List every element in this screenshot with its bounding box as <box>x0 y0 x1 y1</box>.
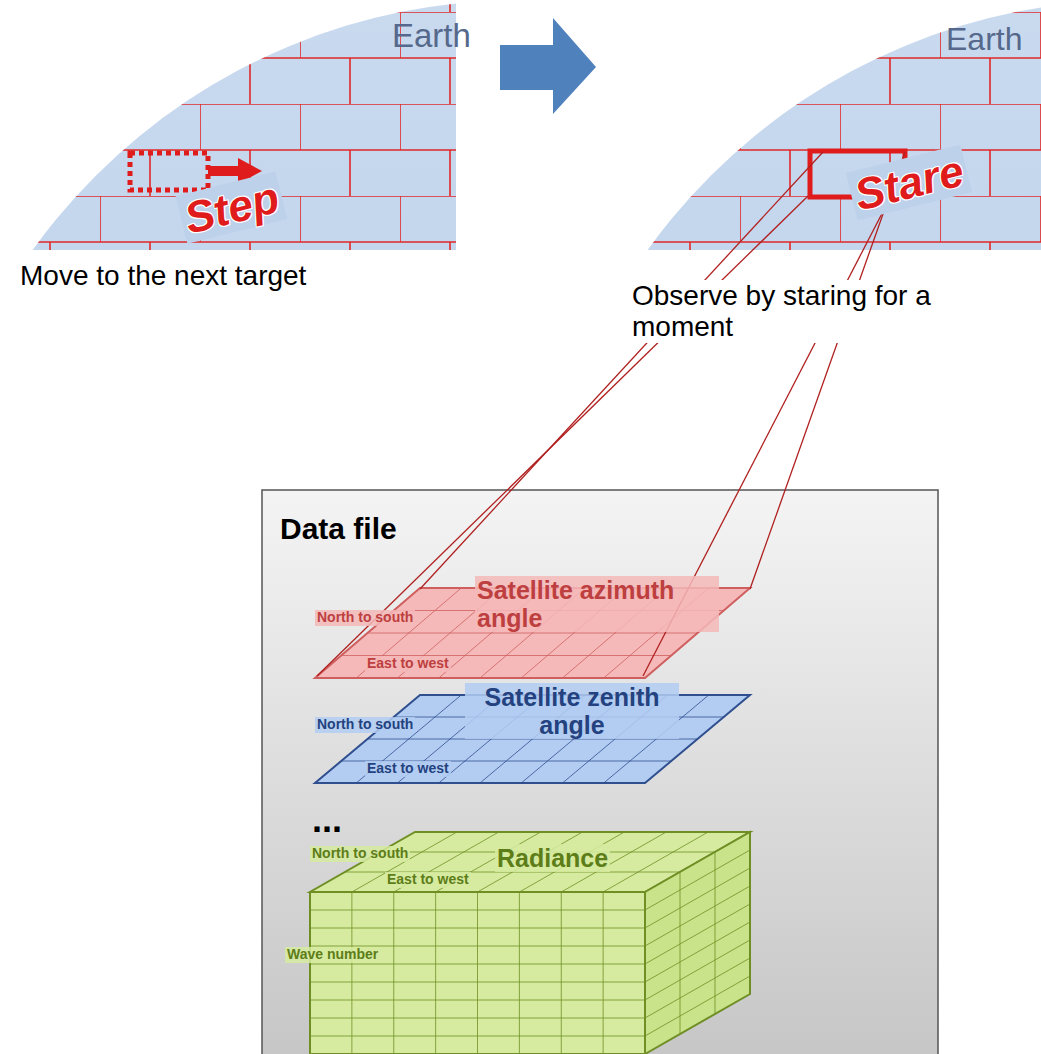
node-title: Satellite azimuth angle <box>475 576 719 632</box>
grid-line <box>310 910 645 911</box>
grid-line <box>645 886 750 946</box>
node-title: Data file <box>280 512 397 546</box>
grid-line <box>351 892 352 1054</box>
caption: Move to the next target <box>20 260 306 291</box>
grid-line <box>310 964 645 965</box>
big-arrow <box>500 18 596 114</box>
earth-panel <box>615 0 1041 250</box>
grid-line <box>393 892 394 1054</box>
caption: Observe by staring for a moment <box>632 280 962 343</box>
grid-line <box>561 892 562 1054</box>
axis-label: North to south <box>315 610 415 626</box>
axis-label: East to west <box>365 656 451 672</box>
grid-line <box>310 1018 645 1019</box>
grid-line <box>603 892 604 1054</box>
grid-line <box>310 928 645 929</box>
axis-label: East to west <box>385 872 471 888</box>
grid-line <box>645 904 750 964</box>
data-file-ground <box>262 490 938 1054</box>
leader-line <box>317 196 808 676</box>
grid-line <box>310 1000 645 1001</box>
axis-label: North to south <box>315 717 415 733</box>
grid-line <box>519 892 520 1054</box>
grid-line <box>310 1036 645 1037</box>
node-title: Radiance <box>495 844 610 872</box>
previous-target <box>130 153 208 190</box>
cube-front <box>310 892 645 1054</box>
grid-line <box>645 940 750 1000</box>
grid-line <box>356 695 461 783</box>
node-title: Satellite zenith angle <box>465 683 679 739</box>
earth-label: Earth <box>946 22 1022 58</box>
grid-line <box>435 892 436 1054</box>
grid-line <box>645 850 750 910</box>
grid-line <box>645 922 750 982</box>
earth-label: Earth <box>392 18 471 55</box>
data-file-box: Data fileSatellite azimuth angleNorth to… <box>262 490 938 1054</box>
data-layer: Satellite zenith angleNorth to southEast… <box>315 695 750 783</box>
leader-line <box>750 152 905 589</box>
grid-line <box>356 588 461 678</box>
axis-label: North to south <box>310 846 410 862</box>
grid-line <box>680 872 681 1034</box>
axis-label: East to west <box>365 761 451 777</box>
ellipsis: ... <box>312 800 342 840</box>
earth-panel <box>0 0 456 250</box>
step-arrow <box>208 166 240 176</box>
step-label: Step <box>176 171 288 244</box>
grid-line <box>645 958 750 1018</box>
stare-label: Stare <box>846 144 972 220</box>
data-cube: RadianceNorth to southEast to westWave n… <box>310 832 750 1054</box>
grid-line <box>477 892 478 1054</box>
leader-line <box>420 152 823 589</box>
cube-side <box>645 832 750 1054</box>
grid-line <box>645 868 750 928</box>
grid-line <box>715 852 716 1014</box>
grid-line <box>310 982 645 983</box>
axis-label: Wave number <box>285 947 380 963</box>
data-layer: Satellite azimuth angleNorth to southEas… <box>315 588 750 678</box>
grid-line <box>645 976 750 1036</box>
